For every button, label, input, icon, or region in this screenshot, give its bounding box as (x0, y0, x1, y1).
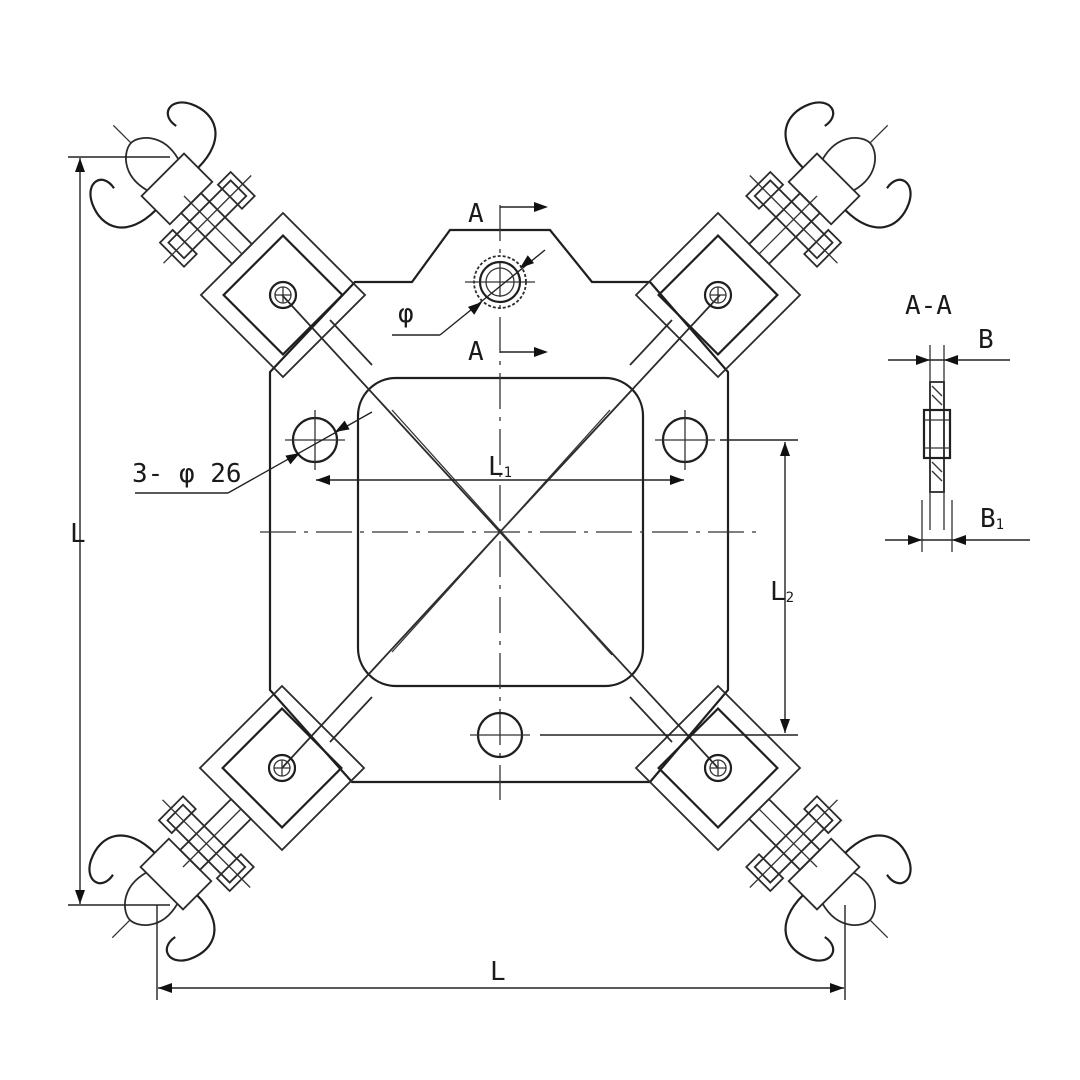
mounting-holes (285, 410, 715, 759)
phi-label: φ (398, 299, 414, 329)
b-label: B (978, 325, 994, 355)
dimension-l1 (316, 475, 684, 485)
b1-label: B1 (980, 504, 1004, 534)
section-cut-marks (500, 202, 548, 357)
section-label-bottom: A (468, 337, 484, 367)
hole-leader (135, 411, 373, 494)
clamp-top-left (59, 71, 378, 390)
l2-label: L2 (770, 577, 794, 607)
dimension-l2 (540, 439, 798, 736)
top-bolt-gear (465, 255, 535, 309)
clamp-top-right (623, 71, 942, 390)
dimension-l-vertical (68, 156, 170, 906)
l-bottom-label: L (490, 957, 506, 987)
frame-outline (268, 228, 730, 784)
section-label-top: A (468, 199, 484, 229)
clamp-bottom-left (58, 673, 377, 992)
phi-leader (392, 249, 546, 336)
section-view-title: A-A (905, 291, 952, 321)
dimension-l-horizontal (156, 905, 846, 1000)
section-view (885, 345, 1030, 552)
holes-label: 3- φ 26 (132, 459, 242, 489)
diagonal-2 (391, 409, 611, 653)
l-left-label: L (70, 519, 86, 549)
l1-label: L1 (488, 452, 512, 482)
